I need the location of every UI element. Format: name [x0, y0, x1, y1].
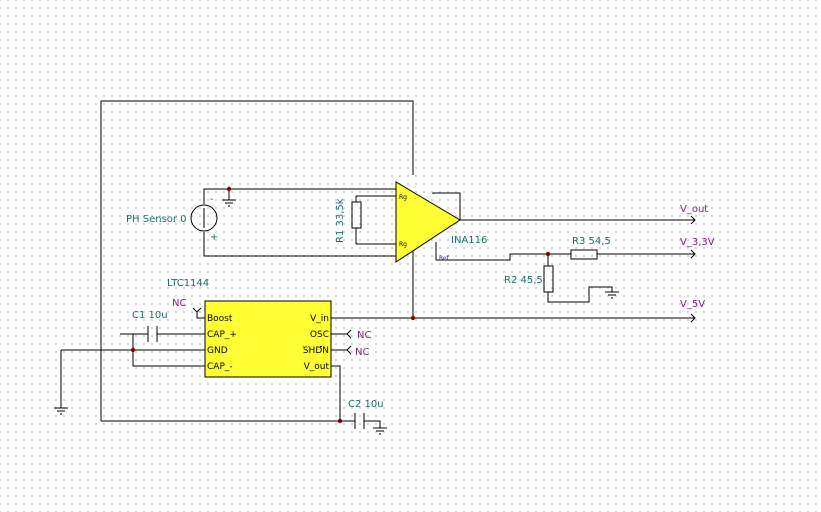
nc-boost: NC: [172, 298, 202, 313]
opamp-ref: Ref: [439, 255, 450, 262]
wire-r1: [355, 195, 396, 245]
capacitor-c1[interactable]: C1 10u: [132, 310, 168, 342]
opamp-rg-bottom: Rg: [399, 241, 407, 248]
nc-osc-label: NC: [357, 330, 371, 341]
port-v-out[interactable]: V_out: [680, 204, 708, 225]
resistor-r2[interactable]: R2 45,5: [504, 265, 554, 293]
pin-v-out: V_out: [304, 362, 330, 372]
wires: [60, 100, 695, 428]
r2-label: R2 45,5: [504, 275, 543, 286]
wire-sensor-bottom: [203, 232, 396, 257]
regulator-ltc1144[interactable]: LTC1144 Boost CAP_+ GND CAP_- V_in OSC S…: [167, 278, 332, 378]
opamp-ina116[interactable]: Rg Rg Ref INA116: [395, 181, 487, 263]
wire-r2: [547, 254, 613, 303]
opamp-body: [395, 181, 461, 263]
opamp-rg-top: Rg: [399, 194, 407, 201]
ground-icon: [605, 291, 619, 299]
ground-symbols: [54, 199, 619, 435]
pin-shdn: SHDN: [303, 346, 329, 356]
nc-shdn-label: NC: [355, 347, 369, 358]
port-v-3v3-label: V_3,3V: [680, 237, 715, 248]
r1-label: R1 33,5k: [335, 198, 346, 243]
pin-cap-plus: CAP_+: [207, 330, 237, 340]
ph-sensor-label: PH Sensor 0: [126, 214, 187, 225]
ground-icon: [54, 407, 68, 415]
junction-dot: [545, 251, 551, 257]
wire-cap-minus: [132, 334, 205, 367]
ltc1144-body: [204, 300, 332, 378]
wire-top-loop: [100, 100, 414, 421]
junction-dot: [337, 418, 343, 424]
wire-boost-nc: [196, 312, 205, 319]
ground-icon: [373, 427, 387, 435]
pin-boost: Boost: [207, 314, 233, 324]
junctions: [130, 186, 551, 424]
ltc1144-label: LTC1144: [167, 278, 209, 289]
ph-sensor-plus: +: [210, 232, 218, 243]
capacitor-c2[interactable]: C2 10u: [348, 399, 384, 429]
pin-cap-minus: CAP_-: [207, 362, 233, 372]
port-v-3v3[interactable]: V_3,3V: [680, 237, 715, 259]
nc-osc: NC: [346, 329, 371, 341]
junction-dot: [410, 315, 416, 321]
pin-osc: OSC: [310, 330, 329, 340]
nc-shdn: NC: [346, 345, 369, 358]
pin-v-in: V_in: [310, 314, 329, 324]
wire-opamp-fb: [432, 192, 461, 220]
r3-label: R3 54,5: [572, 236, 611, 247]
wire-ref: [435, 242, 571, 261]
resistor-r3[interactable]: R3 54,5: [570, 236, 611, 260]
ph-sensor-minus: -: [210, 194, 214, 205]
junction-dot: [130, 347, 136, 353]
wire-vout-reg: [331, 365, 341, 421]
wire-sensor-top: [203, 188, 396, 204]
resistor-r1[interactable]: R1 33,5k: [335, 198, 362, 243]
c2-label: C2 10u: [348, 399, 384, 410]
opamp-label: INA116: [451, 235, 487, 246]
port-v-5v-label: V_5V: [680, 299, 705, 310]
nc-boost-label: NC: [172, 298, 186, 309]
junction-dot: [226, 186, 232, 192]
port-v-5v[interactable]: V_5V: [680, 299, 705, 323]
ground-icon: [222, 199, 236, 207]
ph-sensor-source[interactable]: PH Sensor 0 - +: [126, 194, 218, 243]
pin-gnd: GND: [207, 346, 228, 356]
c1-label: C1 10u: [132, 310, 168, 321]
port-v-out-label: V_out: [680, 204, 708, 215]
wire-c2: [364, 420, 381, 428]
